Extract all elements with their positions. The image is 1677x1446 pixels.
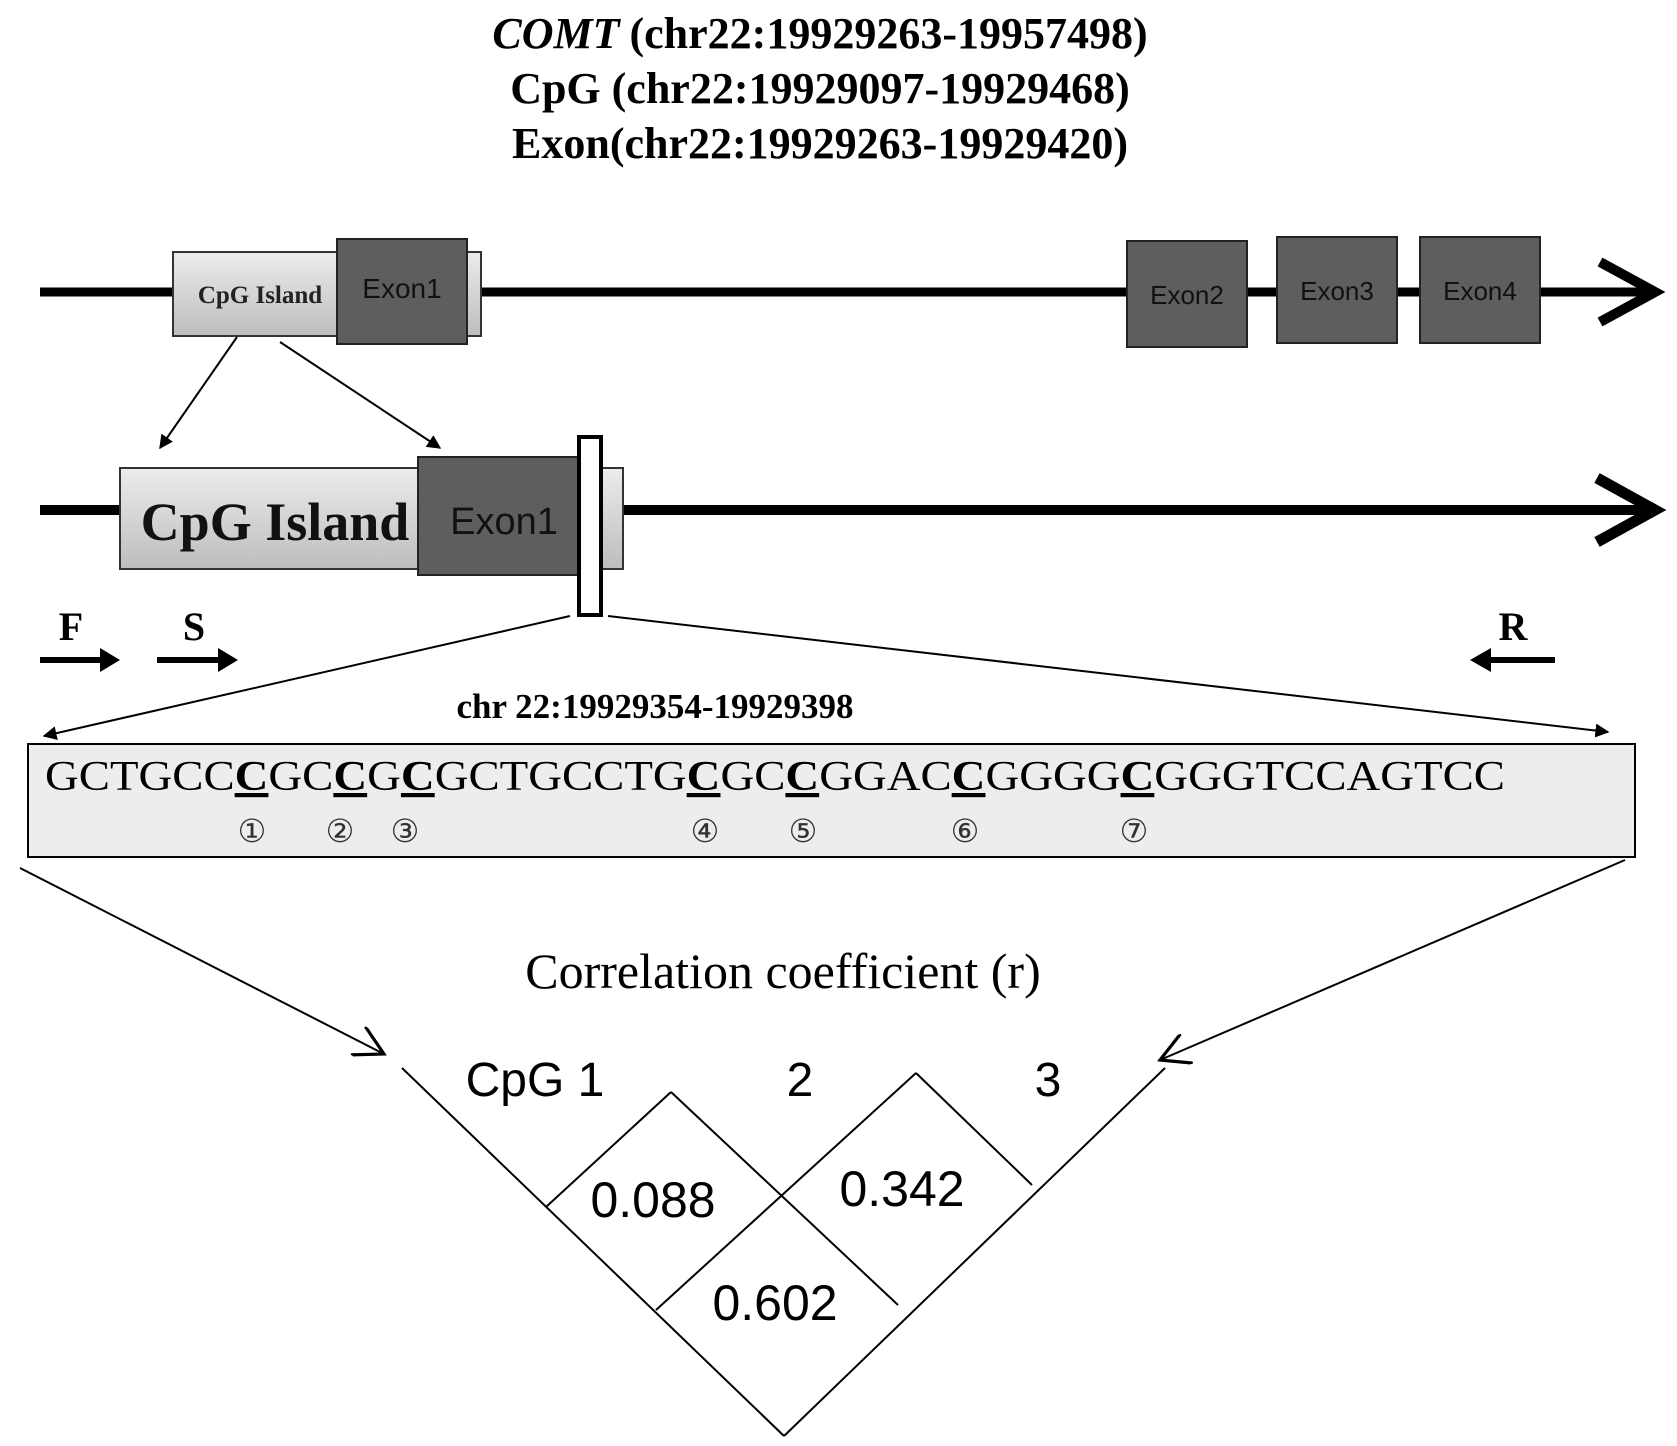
sequence-box	[27, 743, 1636, 858]
correlation-title: Correlation coefficient (r)	[525, 943, 1041, 999]
site-marker-7: ⑦	[1120, 813, 1149, 849]
cell-divider-2	[670, 1091, 899, 1306]
seq-segment: GGGG	[985, 754, 1120, 800]
cpg-site-2: C	[333, 754, 367, 800]
primer-f-arrowhead	[100, 648, 120, 672]
expand-line-right	[607, 615, 1610, 738]
zoom-arrow-right	[279, 341, 442, 449]
corr-value-1-3: 0.602	[712, 1275, 837, 1331]
zoom-arrow-left	[159, 336, 238, 450]
seq-segment: GGAC	[819, 754, 951, 800]
seq-segment: GC	[720, 754, 785, 800]
primer-s: S	[157, 604, 238, 672]
cell-divider-1	[545, 1091, 672, 1208]
gene-name: COMT	[492, 9, 621, 58]
cell-divider-4	[915, 1072, 1033, 1186]
zoom-exon1-label: Exon1	[450, 501, 558, 543]
exon1-label: Exon1	[362, 273, 441, 304]
site-marker-4: ④	[691, 813, 720, 849]
primer-f-label: F	[59, 604, 83, 649]
corr-label-cpg3: 3	[1035, 1054, 1062, 1107]
seq-segment: GC	[268, 754, 333, 800]
primer-r: R	[1470, 604, 1555, 672]
primer-s-label: S	[183, 604, 205, 649]
site-marker-5: ⑤	[789, 813, 818, 849]
site-marker-1: ①	[238, 813, 267, 849]
cpg-site-5: C	[785, 754, 819, 800]
corr-label-cpg2: 2	[787, 1054, 814, 1107]
seq-segment: G	[367, 754, 401, 800]
gene-coords: (chr22:19929263-19957498)	[629, 9, 1147, 58]
expand-line-left	[42, 615, 571, 741]
cpg-coords-title: CpG (chr22:19929097-19929468)	[510, 64, 1130, 113]
gene-track: CpG Island Exon1 Exon2 Exon3 Exon4	[40, 236, 1666, 348]
zoom-track: CpG Island Exon1	[40, 435, 1667, 617]
site-marker-2: ②	[326, 813, 355, 849]
exon-coords-title: Exon(chr22:19929263-19929420)	[512, 119, 1128, 168]
triangle-right-edge	[783, 1067, 1166, 1437]
exon2-label: Exon2	[1150, 280, 1224, 310]
seq-segment: GGGTCCAGTCC	[1154, 754, 1505, 800]
exon4-label: Exon4	[1443, 276, 1517, 306]
cpg-site-4: C	[687, 754, 721, 800]
corr-value-2-3: 0.342	[839, 1161, 964, 1217]
cpg-site-6: C	[952, 754, 986, 800]
cpg-site-1: C	[235, 754, 269, 800]
site-marker-3: ③	[391, 813, 420, 849]
corr-value-1-2: 0.088	[590, 1172, 715, 1228]
primer-r-label: R	[1499, 604, 1529, 649]
primer-f: F	[40, 604, 120, 672]
sequence-coords: chr 22:19929354-19929398	[457, 687, 854, 726]
correlation-matrix	[401, 1067, 1166, 1437]
gene-title: COMT(chr22:19929263-19957498)	[492, 9, 1147, 58]
zoom-cpg-island-label: CpG Island	[141, 492, 410, 552]
exon1-box	[336, 238, 468, 345]
primer-s-arrowhead	[218, 648, 238, 672]
corr-label-cpg1: CpG 1	[466, 1054, 605, 1107]
cpg-island-label: CpG Island	[198, 282, 322, 309]
target-region-marker	[577, 435, 603, 617]
cpg-site-markers: ① ② ③ ④ ⑤ ⑥ ⑦	[238, 813, 1149, 849]
cpg-site-7: C	[1121, 754, 1155, 800]
primer-r-arrowhead	[1470, 648, 1491, 672]
triangle-left-edge	[401, 1067, 785, 1437]
gene-direction-arrowhead	[1597, 257, 1666, 327]
exon4-box	[1419, 236, 1541, 344]
seq-segment: GCTGCCTG	[435, 754, 687, 800]
exon2-box	[1126, 240, 1248, 348]
cpg-site-3: C	[401, 754, 435, 800]
converge-line-right	[1160, 859, 1626, 1060]
cell-divider-3	[655, 1072, 917, 1311]
exon3-box	[1276, 236, 1398, 344]
converge-line-left	[19, 867, 384, 1054]
zoom-direction-arrowhead	[1594, 473, 1667, 547]
site-marker-6: ⑥	[951, 813, 980, 849]
seq-segment: GCTGCC	[45, 754, 235, 800]
exon3-label: Exon3	[1300, 276, 1374, 306]
